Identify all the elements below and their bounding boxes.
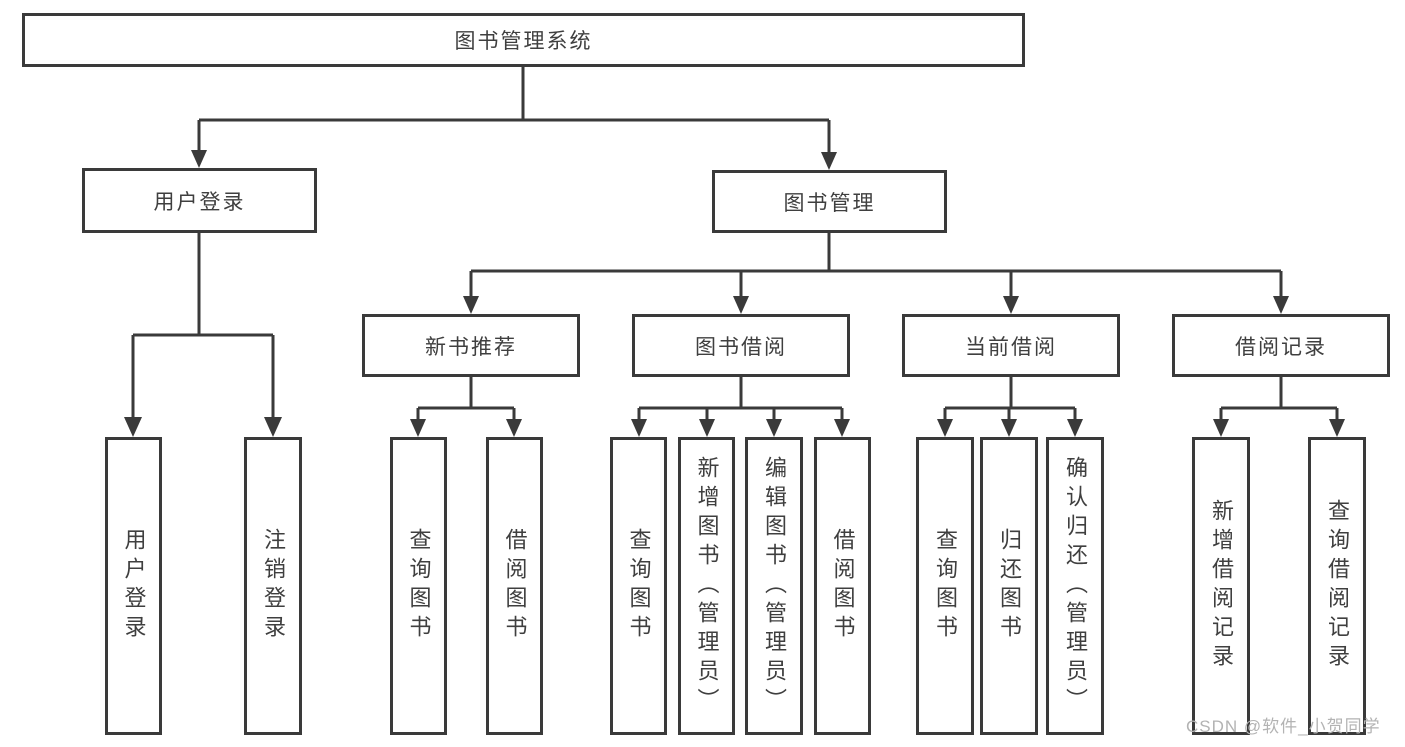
leaf-confirm-return-admin: 确认归还（管理员）	[1046, 437, 1104, 735]
leaf-add-books-admin: 新增图书（管理员）	[678, 437, 735, 735]
leaf-query-borrow-record: 查询借阅记录	[1308, 437, 1366, 735]
leaf-edit-books-admin: 编辑图书（管理员）	[745, 437, 803, 735]
node-label: 当前借阅	[965, 335, 1057, 359]
node-current-borrowing: 当前借阅	[902, 314, 1120, 377]
leaf-label: 编辑图书（管理员）	[762, 455, 787, 717]
leaf-label: 借阅图书	[502, 528, 528, 644]
node-library-management-system: 图书管理系统	[22, 13, 1025, 67]
node-label: 用户登录	[153, 190, 246, 214]
leaf-logout: 注销登录	[244, 437, 302, 735]
node-user-login: 用户登录	[82, 168, 317, 233]
leaf-return-books: 归还图书	[980, 437, 1038, 735]
node-new-book-recommendation: 新书推荐	[362, 314, 580, 377]
leaf-label: 用户登录	[121, 528, 147, 644]
leaf-query-books-borrowing: 查询图书	[610, 437, 667, 735]
node-label: 图书管理	[783, 191, 876, 215]
leaf-label: 借阅图书	[830, 528, 856, 644]
node-label: 借阅记录	[1235, 335, 1327, 359]
node-book-management: 图书管理	[712, 170, 947, 233]
leaf-label: 新增借阅记录	[1209, 499, 1234, 673]
leaf-label: 注销登录	[261, 528, 286, 644]
leaf-query-books-recommend: 查询图书	[390, 437, 447, 735]
watermark-text: CSDN @软件_小贺同学	[1186, 717, 1381, 736]
leaf-label: 查询图书	[933, 528, 958, 644]
leaf-label: 查询图书	[626, 528, 652, 644]
leaf-add-borrow-record: 新增借阅记录	[1192, 437, 1250, 735]
leaf-query-books-current: 查询图书	[916, 437, 974, 735]
node-borrowing-records: 借阅记录	[1172, 314, 1390, 377]
node-book-borrowing: 图书借阅	[632, 314, 850, 377]
leaf-label: 查询图书	[406, 528, 432, 644]
leaf-borrow-books: 借阅图书	[814, 437, 871, 735]
leaf-label: 归还图书	[997, 528, 1022, 644]
leaf-label: 新增图书（管理员）	[694, 455, 720, 717]
leaf-label: 确认归还（管理员）	[1063, 455, 1088, 717]
leaf-user-login: 用户登录	[105, 437, 162, 735]
node-label: 新书推荐	[425, 335, 517, 359]
node-label: 图书管理系统	[454, 30, 593, 53]
arrowhead-icons	[124, 150, 1345, 437]
node-label: 图书借阅	[695, 335, 787, 359]
leaf-borrow-books-recommend: 借阅图书	[486, 437, 543, 735]
leaf-label: 查询借阅记录	[1325, 499, 1350, 673]
